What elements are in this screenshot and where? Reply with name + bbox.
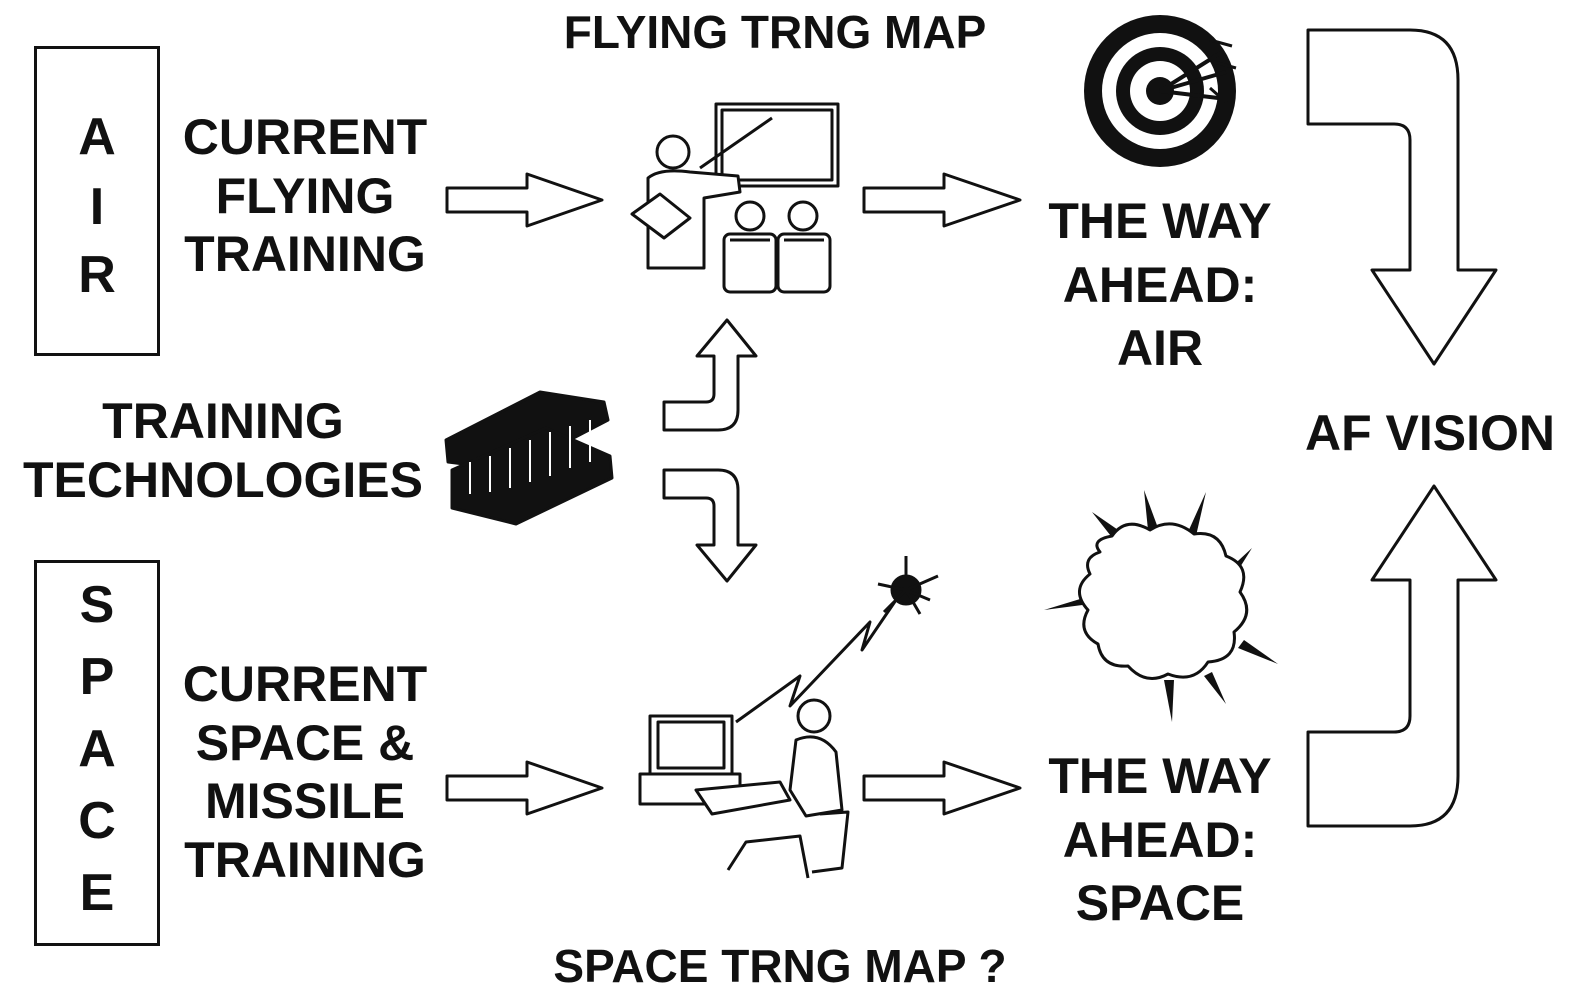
big-bent-arrow-up-icon (1308, 486, 1496, 826)
arrow-right-icon (447, 174, 602, 226)
bent-arrow-up-icon (664, 320, 756, 430)
circuit-chip-icon (446, 392, 612, 524)
satellite-operator-icon (640, 556, 938, 878)
explosion-cloud-icon (1044, 490, 1278, 722)
satellite-icon (878, 556, 938, 614)
instructor-classroom-icon (632, 104, 838, 292)
arrow-right-icon (447, 762, 602, 814)
target-icon (1084, 15, 1236, 167)
big-bent-arrow-down-icon (1308, 30, 1496, 364)
bent-arrow-down-icon (664, 470, 756, 581)
arrow-right-icon (864, 174, 1020, 226)
arrow-right-icon (864, 762, 1020, 814)
